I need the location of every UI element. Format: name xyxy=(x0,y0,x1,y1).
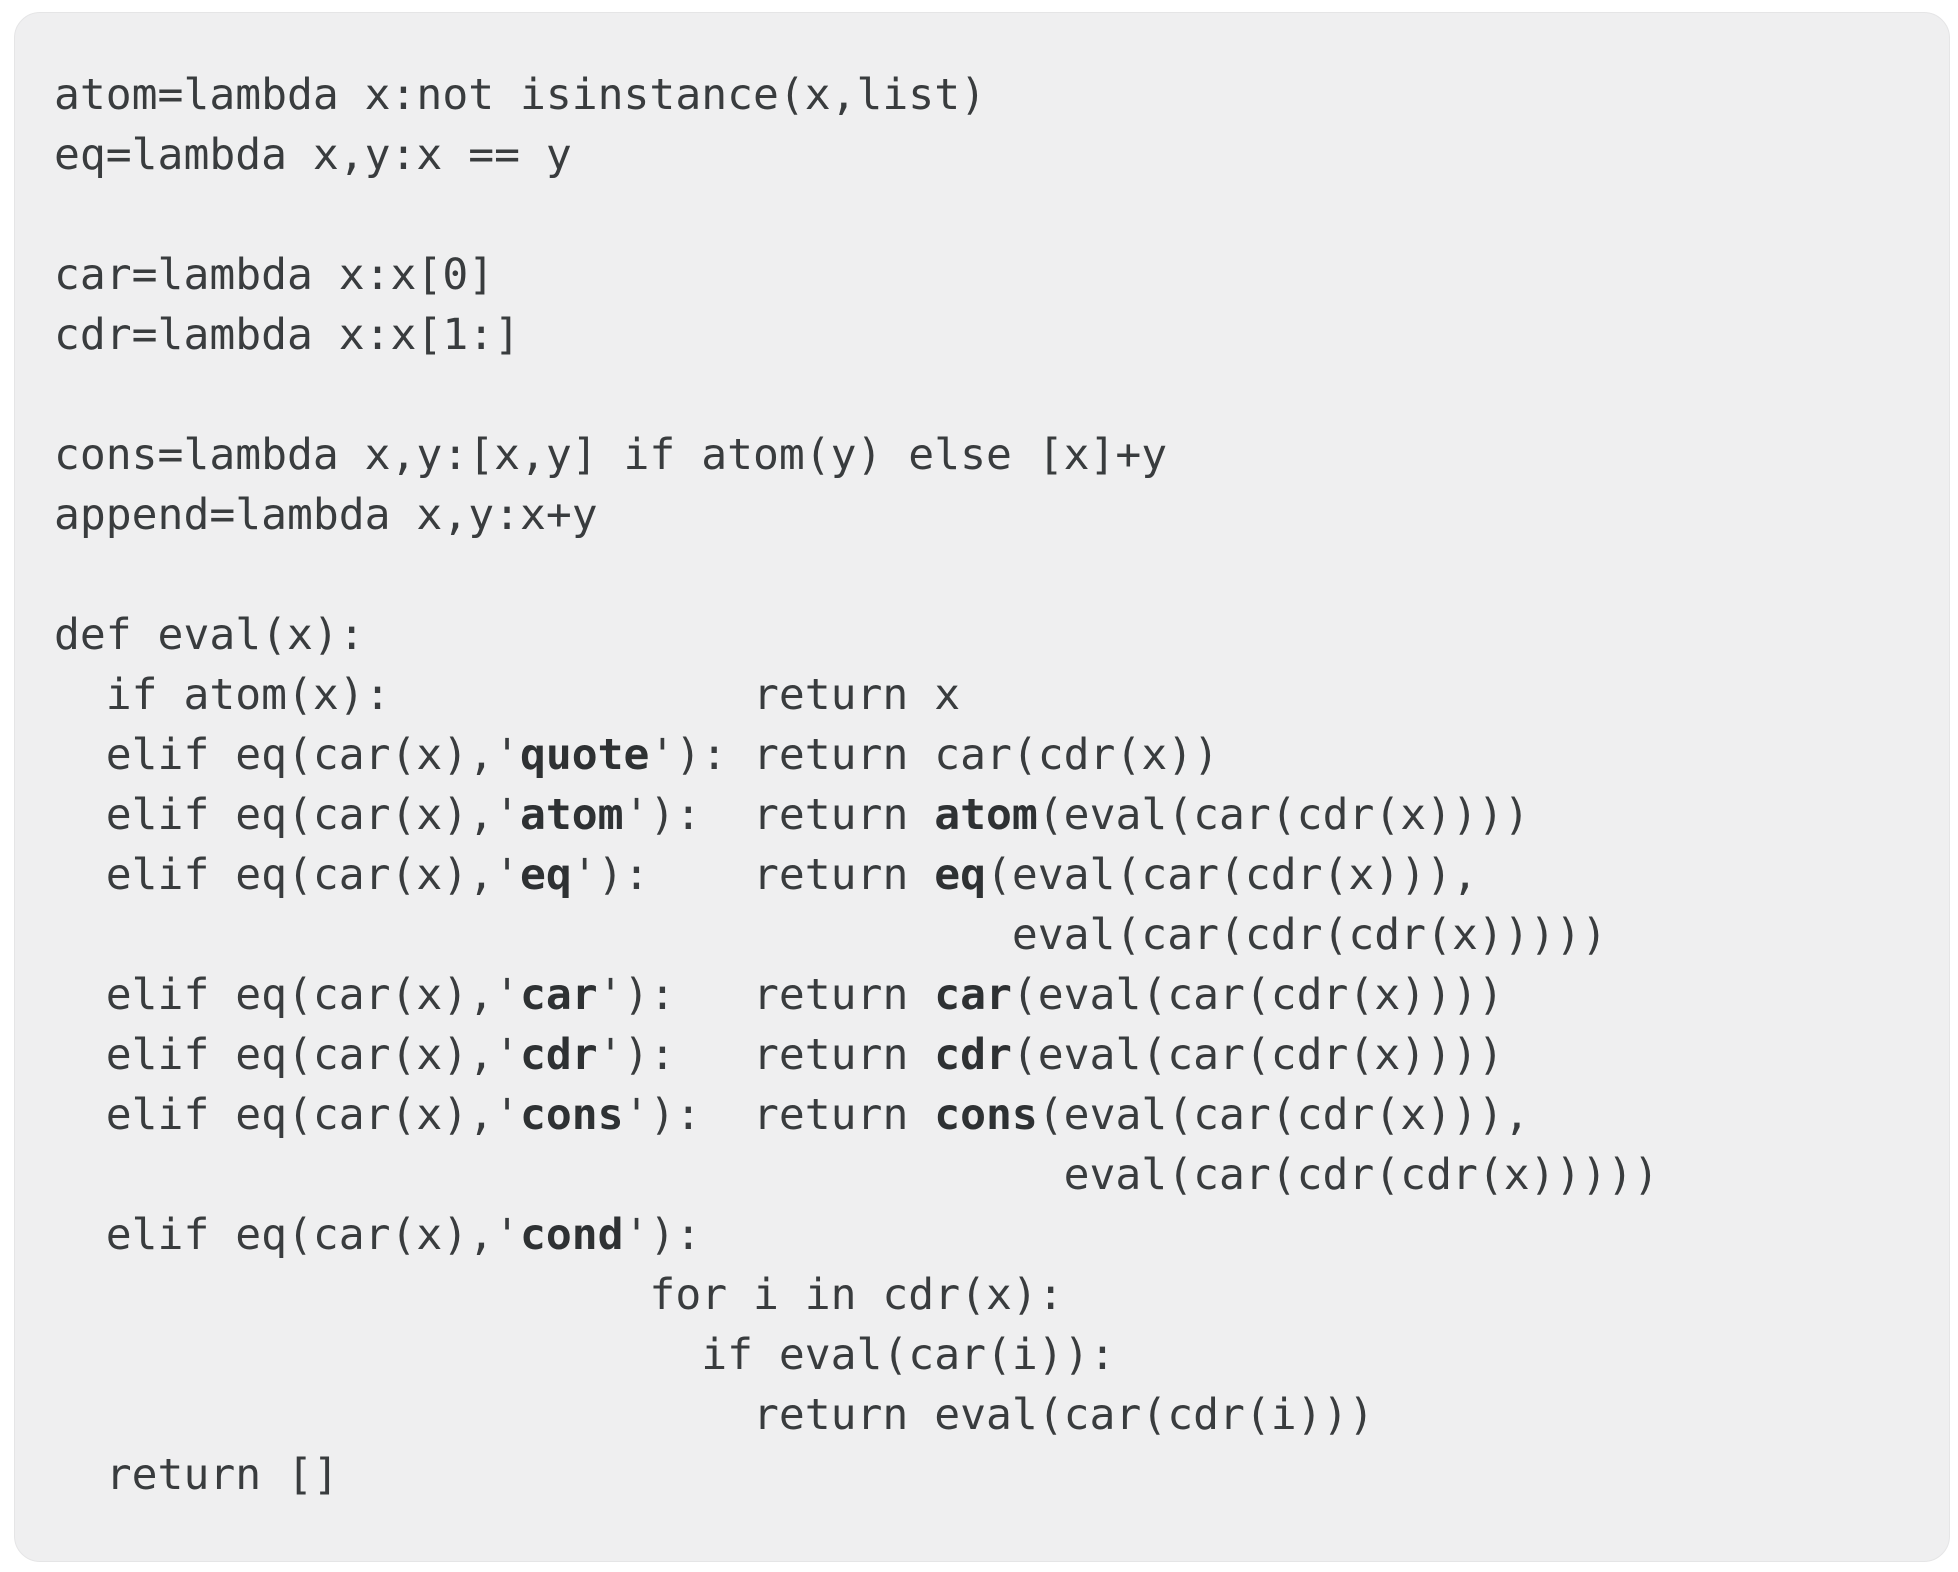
code-token-bold: cdr xyxy=(520,1030,598,1080)
code-line: eval(car(cdr(cdr(x))))) xyxy=(54,1145,1921,1205)
code-token-bold: quote xyxy=(520,730,650,780)
code-token: (eval(car(cdr(x))), xyxy=(1037,1090,1530,1140)
code-token: '): return xyxy=(597,1030,935,1080)
code-line: eval(car(cdr(cdr(x))))) xyxy=(54,905,1921,965)
code-token-bold: eq xyxy=(934,850,986,900)
code-token: for i in cdr(x): xyxy=(54,1270,1064,1320)
code-token: car=lambda x:x[0] xyxy=(54,250,495,300)
code-token: (eval(car(cdr(x)))) xyxy=(1037,790,1530,840)
code-line: append=lambda x,y:x+y xyxy=(54,485,1921,545)
code-token: atom=lambda x:not isinstance(x,list) xyxy=(54,70,986,120)
code-token-bold: atom xyxy=(520,790,624,840)
code-line: eq=lambda x,y:x == y xyxy=(54,125,1921,185)
code-token: '): return xyxy=(597,970,935,1020)
code-line: return eval(car(cdr(i))) xyxy=(54,1385,1921,1445)
code-block: atom=lambda x:not isinstance(x,list) eq=l… xyxy=(54,65,1921,1505)
code-token: '): return car(cdr(x)) xyxy=(649,730,1219,780)
code-token: elif eq(car(x),' xyxy=(54,790,520,840)
code-token-bold: car xyxy=(934,970,1012,1020)
code-line: elif eq(car(x),'eq'): return eq(eval(car… xyxy=(54,845,1921,905)
code-token: return eval(car(cdr(i))) xyxy=(54,1390,1375,1440)
code-token: elif eq(car(x),' xyxy=(54,1030,520,1080)
code-line: elif eq(car(x),'car'): return car(eval(c… xyxy=(54,965,1921,1025)
code-token: eval(car(cdr(cdr(x))))) xyxy=(54,910,1608,960)
code-token: eval(car(cdr(cdr(x))))) xyxy=(54,1150,1660,1200)
code-line: for i in cdr(x): xyxy=(54,1265,1921,1325)
code-token: (eval(car(cdr(x)))) xyxy=(1011,970,1504,1020)
code-token: (eval(car(cdr(x))), xyxy=(986,850,1478,900)
code-line xyxy=(54,185,1921,245)
code-token: return [] xyxy=(54,1450,339,1500)
code-token: if eval(car(i)): xyxy=(54,1330,1116,1380)
code-token: def eval(x): xyxy=(54,610,365,660)
code-token: cons=lambda x,y:[x,y] if atom(y) else [x… xyxy=(54,430,1168,480)
code-line xyxy=(54,545,1921,605)
code-token: elif eq(car(x),' xyxy=(54,1210,520,1260)
code-line: atom=lambda x:not isinstance(x,list) xyxy=(54,65,1921,125)
code-token: '): xyxy=(623,1210,702,1260)
code-line: if atom(x): return x xyxy=(54,665,1921,725)
code-line: car=lambda x:x[0] xyxy=(54,245,1921,305)
code-line xyxy=(54,365,1921,425)
code-token: '): return xyxy=(623,1090,935,1140)
code-token: '): return xyxy=(571,850,935,900)
code-line: cons=lambda x,y:[x,y] if atom(y) else [x… xyxy=(54,425,1921,485)
code-token: eq=lambda x,y:x == y xyxy=(54,130,572,180)
code-token: (eval(car(cdr(x)))) xyxy=(1011,1030,1504,1080)
code-token: append=lambda x,y:x+y xyxy=(54,490,598,540)
code-token-bold: cons xyxy=(520,1090,624,1140)
code-token: elif eq(car(x),' xyxy=(54,970,520,1020)
code-line: cdr=lambda x:x[1:] xyxy=(54,305,1921,365)
code-token: cdr=lambda x:x[1:] xyxy=(54,310,520,360)
code-token-bold: car xyxy=(520,970,598,1020)
code-token: elif eq(car(x),' xyxy=(54,850,520,900)
code-card: atom=lambda x:not isinstance(x,list) eq=l… xyxy=(14,12,1950,1562)
code-token-bold: eq xyxy=(520,850,572,900)
code-token-bold: cons xyxy=(934,1090,1038,1140)
code-line: elif eq(car(x),'cond'): xyxy=(54,1205,1921,1265)
code-token-bold: cdr xyxy=(934,1030,1012,1080)
code-token-bold: atom xyxy=(934,790,1038,840)
code-line: elif eq(car(x),'cdr'): return cdr(eval(c… xyxy=(54,1025,1921,1085)
code-token: '): return xyxy=(623,790,935,840)
code-line: def eval(x): xyxy=(54,605,1921,665)
code-line: return [] xyxy=(54,1445,1921,1505)
code-token: if atom(x): return x xyxy=(54,670,961,720)
code-token: elif eq(car(x),' xyxy=(54,730,520,780)
code-token-bold: cond xyxy=(520,1210,624,1260)
code-line: elif eq(car(x),'cons'): return cons(eval… xyxy=(54,1085,1921,1145)
code-line: if eval(car(i)): xyxy=(54,1325,1921,1385)
code-line: elif eq(car(x),'quote'): return car(cdr(… xyxy=(54,725,1921,785)
code-line: elif eq(car(x),'atom'): return atom(eval… xyxy=(54,785,1921,845)
code-token: elif eq(car(x),' xyxy=(54,1090,520,1140)
